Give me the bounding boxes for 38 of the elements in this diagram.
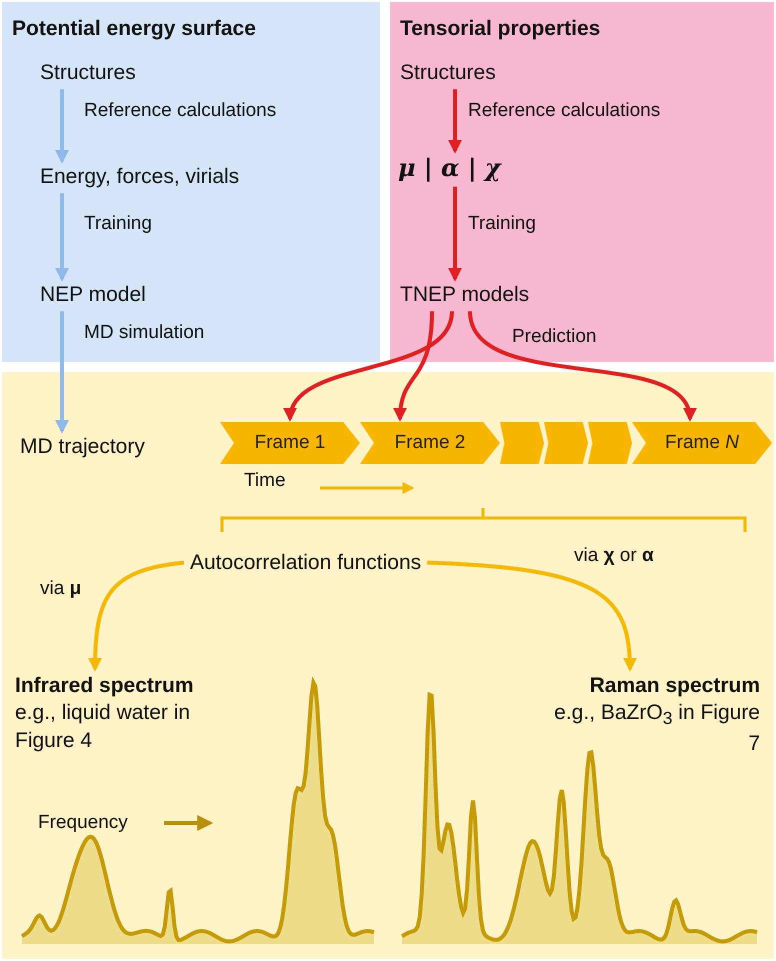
- step-label: MD trajectory: [20, 434, 145, 460]
- panel: [390, 2, 774, 362]
- step-label: TNEP models: [400, 282, 530, 308]
- arrow: [394, 311, 434, 422]
- panel-title: Potential energy surface: [12, 16, 256, 42]
- edge-label: Training: [466, 213, 538, 235]
- panel-title: Tensorial properties: [400, 16, 600, 42]
- arrow: [468, 310, 694, 422]
- arrow: [448, 89, 462, 154]
- spectrum-note: e.g., BaZrO$_{3}$ in Figure 7: [553, 700, 760, 758]
- step-label: Energy, forces, virials: [40, 164, 240, 190]
- frame-chevron: Frame 2: [360, 422, 500, 464]
- step-label: Structures: [400, 60, 496, 86]
- chevron-shape: [588, 422, 632, 464]
- spectrum-note: e.g., liquid water in Figure 4: [15, 700, 192, 754]
- step-label: NEP model: [40, 282, 146, 308]
- chevron-shape: [544, 422, 588, 464]
- arrow: [55, 193, 69, 282]
- arrow: [88, 560, 184, 672]
- axis-label: Frequency: [38, 812, 128, 835]
- edge-label: via χ or α: [572, 545, 656, 567]
- arrow: [55, 311, 69, 434]
- arrow: [448, 186, 462, 282]
- step-label: μ | α | χ: [398, 154, 501, 183]
- edge-label: Training: [82, 213, 154, 235]
- axis-label: Time: [244, 470, 286, 493]
- arrow: [286, 310, 454, 422]
- spectrum-title: Raman spectrum: [588, 673, 760, 699]
- panel: [2, 2, 380, 362]
- chevron-shape: [500, 422, 544, 464]
- frame-chevron: Frame 1: [220, 422, 360, 464]
- spectrum-title: Infrared spectrum: [15, 673, 195, 699]
- arrow: [427, 560, 637, 672]
- arrow: [55, 89, 69, 164]
- panel: [2, 372, 774, 959]
- step-label: Structures: [40, 60, 136, 86]
- frame-chevron: Frame N: [632, 422, 772, 464]
- step-label: Autocorrelation functions: [190, 550, 422, 576]
